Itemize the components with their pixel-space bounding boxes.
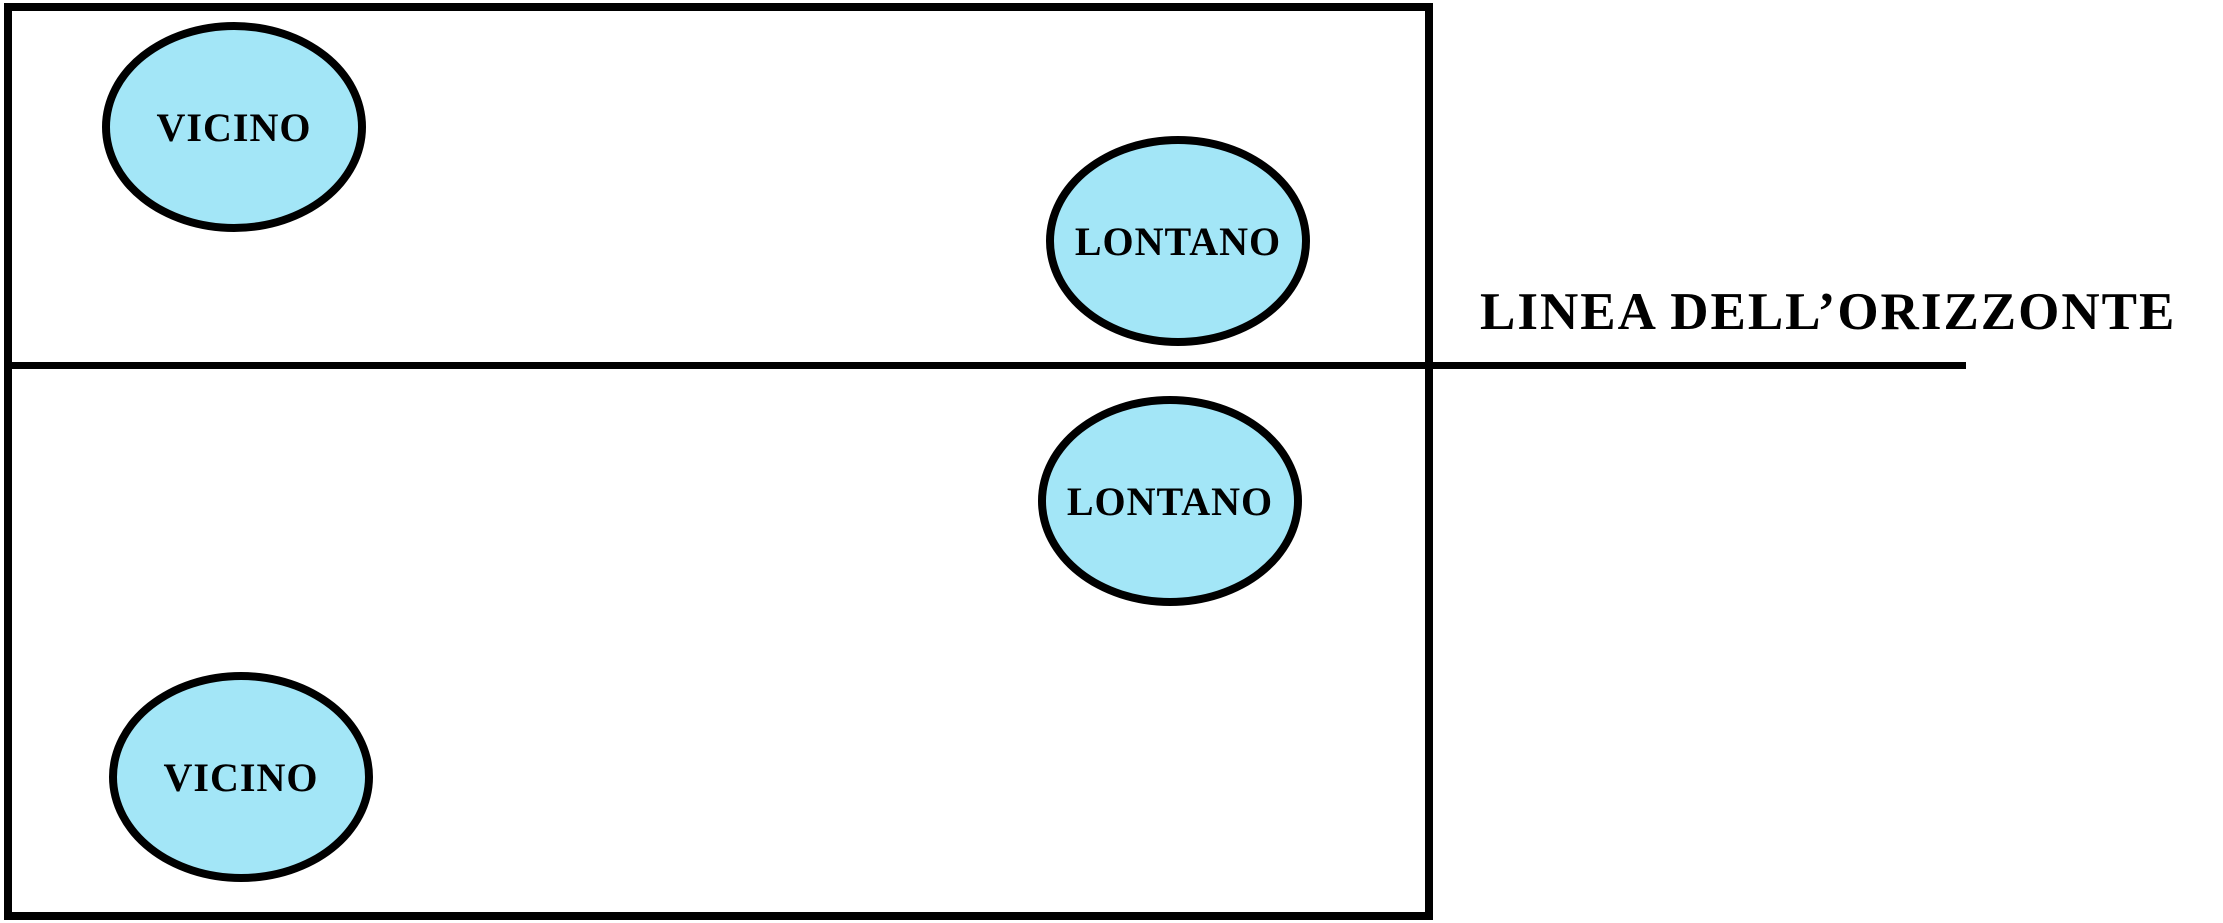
- ellipse-lontano-below-horizon: LONTANO: [1038, 396, 1302, 606]
- ellipse-lontano-below-horizon-label: LONTANO: [1066, 478, 1274, 524]
- horizon-line: [4, 362, 1966, 369]
- ellipse-lontano-above-horizon: LONTANO: [1046, 136, 1310, 346]
- ellipse-vicino-top-left-label: VICINO: [156, 104, 312, 150]
- picture-plane-rectangle: [4, 3, 1433, 920]
- ellipse-vicino-top-left: VICINO: [102, 22, 366, 232]
- ellipse-lontano-above-horizon-label: LONTANO: [1074, 218, 1282, 264]
- horizon-line-label: LINEA DELL’ORIZZONTE: [1480, 283, 2177, 341]
- ellipse-vicino-bottom-left-label: VICINO: [163, 754, 319, 800]
- ellipse-vicino-bottom-left: VICINO: [109, 672, 373, 882]
